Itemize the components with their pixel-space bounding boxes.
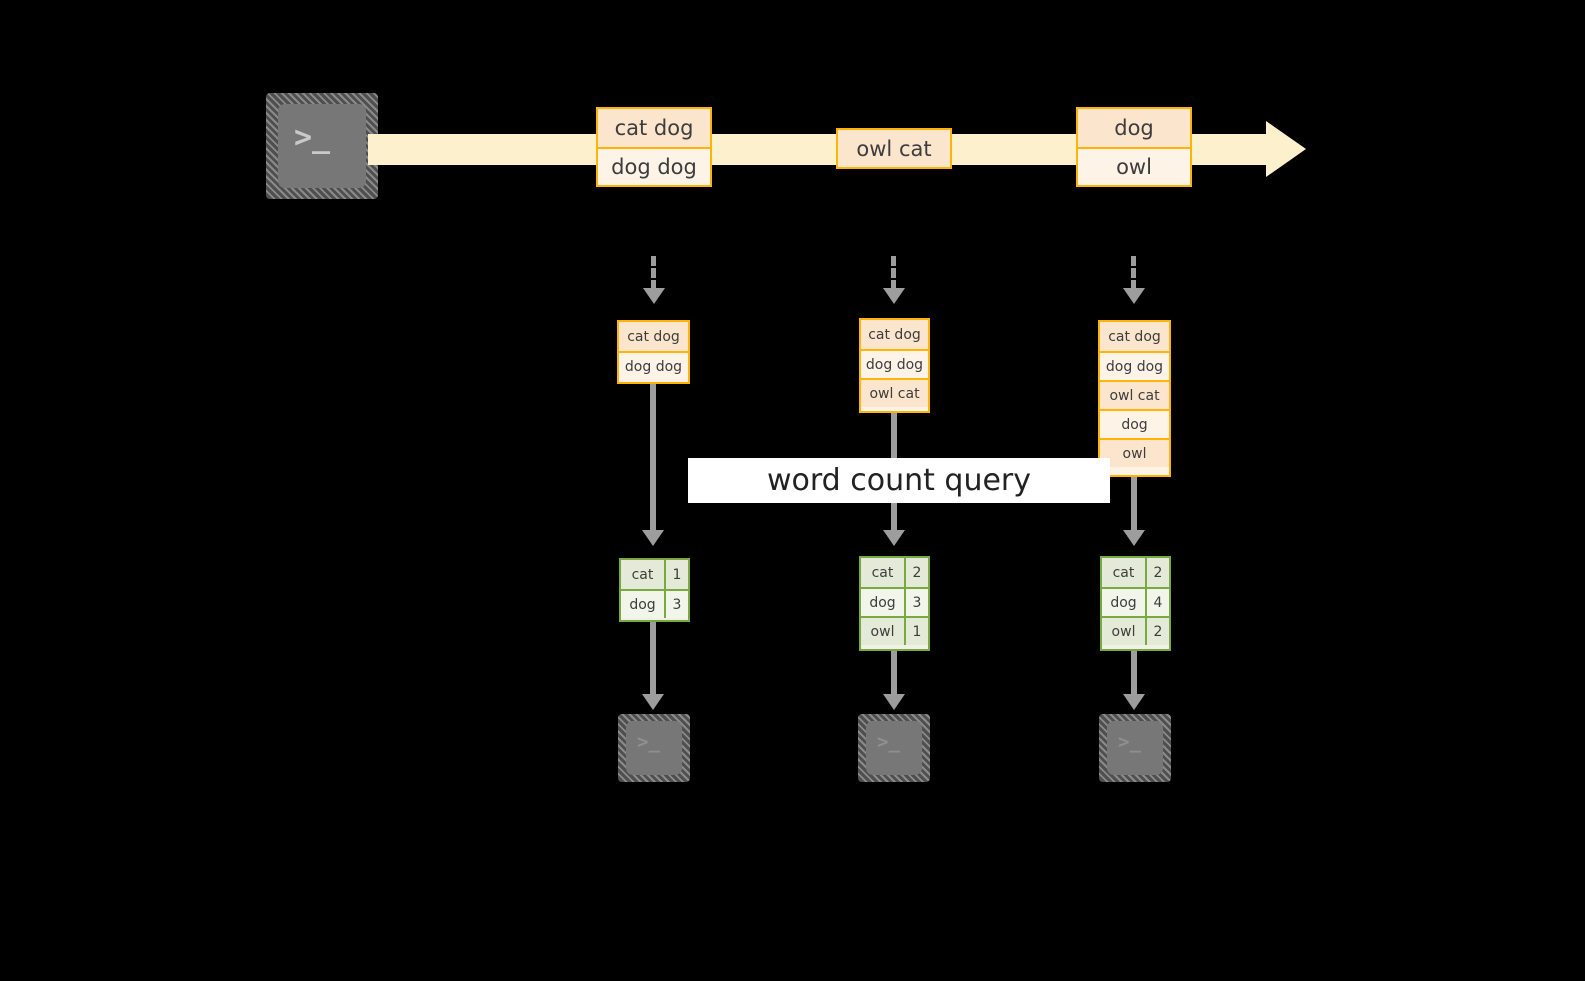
terminal-prompt-glyph: >_ (294, 120, 331, 155)
producer-terminal-icon: >_ (266, 93, 378, 199)
output-connector-3-arrowhead (1123, 694, 1145, 710)
output-connector-2-arrowhead (883, 694, 905, 710)
snapshot-row: owl cat (1100, 380, 1169, 409)
table-row: cat 2 (861, 558, 928, 587)
result-word-cell: dog (861, 589, 906, 616)
result-count-cell: 2 (1147, 558, 1169, 587)
terminal-screen (866, 721, 922, 775)
query-connector-3-arrowhead (1123, 530, 1145, 546)
result-word-cell: dog (1102, 589, 1147, 616)
stream-event-row: cat dog (598, 109, 710, 147)
result-table-1[interactable]: cat 1 dog 3 (619, 558, 690, 622)
terminal-screen (1107, 721, 1163, 775)
result-word-cell: cat (621, 560, 666, 589)
table-row: dog 3 (861, 587, 928, 616)
snapshot-stack-3[interactable]: cat dog dog dog owl cat dog owl (1098, 320, 1171, 477)
output-connector-2 (891, 651, 897, 696)
snapshot-row: owl cat (861, 378, 928, 407)
query-connector-3 (1131, 477, 1137, 532)
result-table-3[interactable]: cat 2 dog 4 owl 2 (1100, 556, 1171, 651)
word-count-query-band: word count query (688, 458, 1110, 503)
snapshot-row: cat dog (861, 320, 928, 349)
stream-event-row: dog dog (598, 147, 710, 185)
snapshot-row: cat dog (619, 322, 688, 351)
snapshot-row: dog dog (861, 349, 928, 378)
consumer-terminal-icon-1: >_ (618, 714, 690, 782)
snapshot-row: dog dog (1100, 351, 1169, 380)
result-word-cell: cat (1102, 558, 1147, 587)
table-row: owl 1 (861, 616, 928, 645)
result-word-cell: cat (861, 558, 906, 587)
stream-event-row: dog (1078, 109, 1190, 147)
stream-event-group-2[interactable]: owl cat (836, 128, 952, 169)
table-row: cat 2 (1102, 558, 1169, 587)
stream-event-group-3[interactable]: dog owl (1076, 107, 1192, 187)
result-word-cell: dog (621, 591, 666, 618)
output-connector-3 (1131, 651, 1137, 696)
stream-arrow-head (1266, 121, 1306, 177)
query-connector-2-arrowhead (883, 530, 905, 546)
terminal-screen (278, 104, 366, 188)
dashed-connector-3 (1131, 256, 1136, 290)
result-count-cell: 1 (906, 618, 928, 645)
query-connector-1-arrowhead (642, 530, 664, 546)
result-count-cell: 4 (1147, 589, 1169, 616)
table-row: dog 4 (1102, 587, 1169, 616)
dashed-connector-1 (651, 256, 656, 290)
result-word-cell: owl (1102, 618, 1147, 645)
snapshot-row: owl (1100, 438, 1169, 467)
result-count-cell: 3 (906, 589, 928, 616)
output-connector-1-arrowhead (642, 694, 664, 710)
table-row: cat 1 (621, 560, 688, 589)
result-count-cell: 1 (666, 560, 688, 589)
stream-event-group-1[interactable]: cat dog dog dog (596, 107, 712, 187)
dashed-connector-3-arrowhead (1123, 288, 1145, 304)
snapshot-row: dog (1100, 409, 1169, 438)
terminal-prompt-glyph: >_ (1118, 731, 1141, 753)
table-row: dog 3 (621, 589, 688, 618)
dashed-connector-1-arrowhead (643, 288, 665, 304)
terminal-prompt-glyph: >_ (877, 731, 900, 753)
snapshot-stack-1[interactable]: cat dog dog dog (617, 320, 690, 384)
dashed-connector-2 (891, 256, 896, 290)
terminal-screen (626, 721, 682, 775)
query-connector-1 (650, 384, 656, 532)
consumer-terminal-icon-3: >_ (1099, 714, 1171, 782)
result-count-cell: 3 (666, 591, 688, 618)
result-table-2[interactable]: cat 2 dog 3 owl 1 (859, 556, 930, 651)
result-count-cell: 2 (1147, 618, 1169, 645)
snapshot-stack-2[interactable]: cat dog dog dog owl cat (859, 318, 930, 413)
consumer-terminal-icon-2: >_ (858, 714, 930, 782)
snapshot-row: dog dog (619, 351, 688, 380)
result-count-cell: 2 (906, 558, 928, 587)
terminal-prompt-glyph: >_ (637, 731, 660, 753)
stream-event-row: owl cat (838, 130, 950, 167)
output-connector-1 (650, 622, 656, 696)
result-word-cell: owl (861, 618, 906, 645)
dashed-connector-2-arrowhead (883, 288, 905, 304)
table-row: owl 2 (1102, 616, 1169, 645)
snapshot-row: cat dog (1100, 322, 1169, 351)
stream-event-row: owl (1078, 147, 1190, 185)
